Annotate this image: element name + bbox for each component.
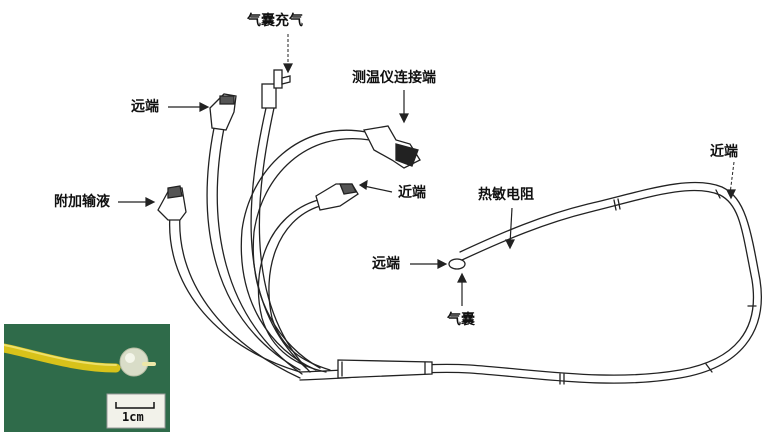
label-thermometer-connector: 测温仪连接端 <box>352 70 436 86</box>
catheter-main-shaft <box>299 189 755 376</box>
label-proximal-port: 近端 <box>710 144 738 160</box>
label-balloon: 气囊 <box>447 312 475 328</box>
catheter-photo-illustration <box>4 324 170 432</box>
label-proximal-lumen: 近端 <box>398 185 426 201</box>
label-additional-infusion: 附加输液 <box>54 194 110 210</box>
label-thermistor: 热敏电阻 <box>478 187 534 203</box>
label-distal-tip: 远端 <box>372 256 400 272</box>
label-balloon-inflation: 气囊充气 <box>247 13 303 29</box>
catheter-photo: 1cm <box>4 324 170 432</box>
catheter-hub <box>337 359 433 379</box>
label-distal-lumen: 远端 <box>131 99 159 115</box>
scale-label: 1cm <box>122 410 144 424</box>
